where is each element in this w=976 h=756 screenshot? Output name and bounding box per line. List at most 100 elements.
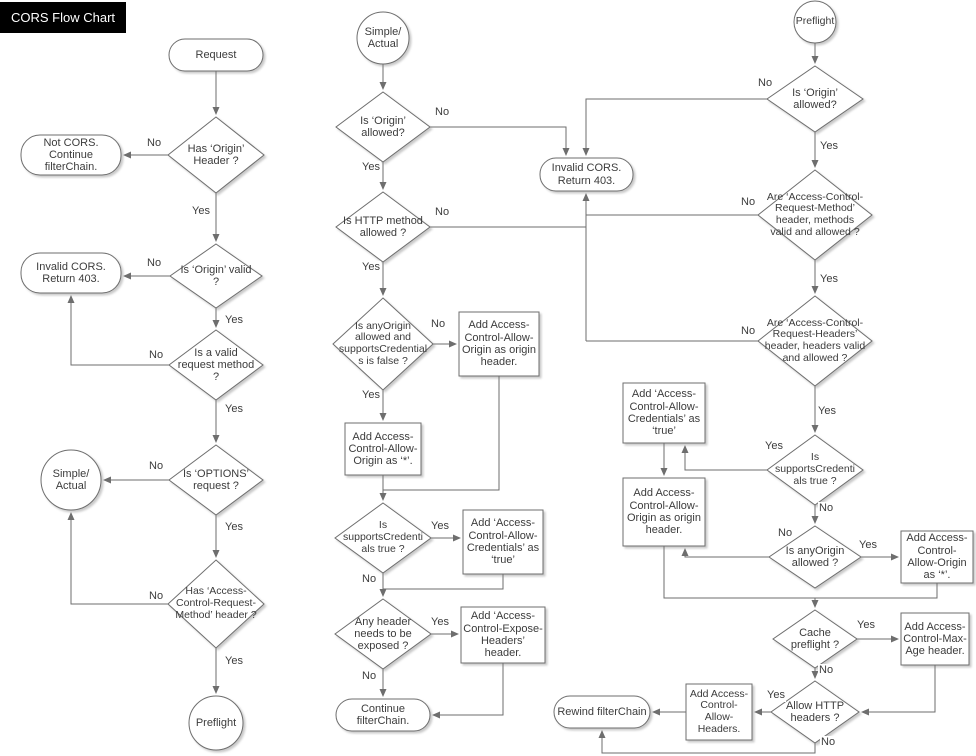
simple-actual-mid-shape bbox=[356, 11, 410, 65]
edge-label-yes: Yes bbox=[430, 616, 450, 629]
simple-actual-left-shape bbox=[40, 449, 102, 511]
edge-label-yes: Yes bbox=[224, 655, 244, 668]
connector bbox=[598, 730, 816, 754]
is-origin-valid-shape bbox=[169, 243, 263, 309]
add-expose-headers-shape bbox=[460, 606, 546, 664]
node-add-acao-star-right: Add Access-Control-Allow-Origin as ‘*’. bbox=[906, 532, 968, 582]
is-supportscred-true-mid-shape bbox=[334, 502, 432, 574]
connector bbox=[681, 548, 769, 558]
edge-label-no: No bbox=[434, 106, 451, 119]
connector bbox=[430, 126, 570, 156]
edge-label-no: No bbox=[146, 137, 163, 150]
node-add-acac-true-right: Add ‘Access-Control-Allow-Credentials’ a… bbox=[627, 388, 701, 438]
rewind-filterchain-shape bbox=[553, 695, 651, 729]
connector bbox=[383, 574, 504, 590]
edge-label-no: No bbox=[148, 460, 165, 473]
add-acac-true-right-shape bbox=[622, 382, 706, 444]
node-has-acrm-header: Has ‘Access-Control-Request-Method’ head… bbox=[175, 585, 257, 621]
edge-label-yes: Yes bbox=[856, 619, 876, 632]
add-acao-star-right-shape bbox=[900, 530, 974, 584]
node-add-acao-origin-right: Add Access-Control-Allow-Origin as origi… bbox=[627, 487, 701, 537]
edge-label-yes: Yes bbox=[766, 689, 786, 702]
add-allow-headers-shape bbox=[685, 683, 753, 741]
node-invalid-cors-mid: Invalid CORS. Return 403. bbox=[551, 162, 622, 187]
node-is-valid-request-method: Is a valid request method ? bbox=[177, 346, 255, 384]
edge-label-yes: Yes bbox=[361, 261, 381, 274]
node-cache-preflight: Cache preflight ? bbox=[790, 626, 840, 651]
edge-label-no: No bbox=[740, 196, 757, 209]
edge-label-yes: Yes bbox=[858, 539, 878, 552]
node-preflight-left: Preflight bbox=[195, 716, 237, 729]
connector bbox=[67, 512, 168, 605]
has-origin-header-shape bbox=[167, 116, 265, 194]
node-continue-filterchain: Continue filterChain. bbox=[356, 702, 410, 727]
edge-label-no: No bbox=[740, 325, 757, 338]
edge-label-yes: Yes bbox=[361, 389, 381, 402]
node-add-acao-star-mid: Add Access-Control-Allow-Origin as ‘*’. bbox=[348, 430, 418, 468]
are-acrm-valid-shape bbox=[757, 169, 873, 261]
is-origin-allowed-mid-shape bbox=[335, 91, 431, 163]
cache-preflight-shape bbox=[772, 609, 858, 669]
are-acrh-valid-shape bbox=[757, 295, 873, 387]
node-is-http-method-allowed: Is HTTP method allowed ? bbox=[343, 214, 423, 239]
connector bbox=[681, 445, 767, 471]
is-options-request-shape bbox=[168, 444, 264, 516]
edge-label-yes: Yes bbox=[430, 520, 450, 533]
chart-title: CORS Flow Chart bbox=[0, 2, 127, 33]
preflight-right-shape bbox=[793, 0, 837, 44]
shapes-layer bbox=[20, 0, 974, 751]
invalid-cors-mid-shape bbox=[539, 157, 634, 192]
node-invalid-cors-left: Invalid CORS. Return 403. bbox=[36, 260, 106, 285]
is-anyorigin-supportscred-shape bbox=[332, 297, 434, 391]
node-is-origin-allowed-mid: Is ‘Origin’ allowed? bbox=[360, 114, 406, 139]
node-is-anyorigin-supportscred: Is anyOrigin allowed and supportsCredent… bbox=[338, 319, 428, 367]
node-is-supportscred-true-mid: Is supportsCredentials true ? bbox=[343, 519, 423, 555]
node-has-origin-header: Has ‘Origin’ Header ? bbox=[187, 142, 245, 167]
edge-label-no: No bbox=[361, 573, 378, 586]
edge-label-no: No bbox=[148, 349, 165, 362]
connector bbox=[67, 295, 169, 366]
edge-label-yes: Yes bbox=[224, 314, 244, 327]
node-add-acac-true-mid: Add ‘Access-Control-Allow-Credentials’ a… bbox=[466, 517, 540, 567]
continue-filterchain-shape bbox=[335, 698, 431, 732]
connectors-layer bbox=[67, 43, 938, 754]
edge-label-yes: Yes bbox=[817, 405, 837, 418]
node-is-origin-valid: Is ‘Origin’ valid ? bbox=[180, 263, 252, 288]
connector bbox=[815, 583, 938, 599]
edge-label-yes: Yes bbox=[224, 521, 244, 534]
edge-label-no: No bbox=[430, 318, 447, 331]
edge-label-no: No bbox=[820, 736, 837, 749]
edge-label-yes: Yes bbox=[224, 403, 244, 416]
edge-label-no: No bbox=[361, 670, 378, 683]
edge-label-yes: Yes bbox=[819, 140, 839, 153]
node-add-expose-headers: Add ‘Access-Control-Expose-Headers’ head… bbox=[463, 610, 543, 660]
node-rewind-filterchain: Rewind filterChain bbox=[557, 705, 647, 718]
is-origin-allowed-right-shape bbox=[766, 65, 864, 133]
add-max-age-shape bbox=[900, 612, 970, 666]
edge-label-no: No bbox=[757, 77, 774, 90]
node-not-cors: Not CORS. Continue filterChain. bbox=[43, 136, 99, 174]
node-any-header-exposed: Any header needs to be exposed ? bbox=[354, 615, 412, 653]
node-is-origin-allowed-right: Is ‘Origin’ allowed? bbox=[792, 86, 838, 111]
node-request: Request bbox=[195, 48, 237, 61]
add-acao-origin-right-shape bbox=[622, 477, 706, 547]
edge-label-no: No bbox=[434, 206, 451, 219]
node-add-allow-headers: Add Access-Control-Allow-Headers. bbox=[689, 687, 749, 735]
node-simple-actual-mid: Simple/ Actual bbox=[364, 25, 402, 50]
edge-label-no: No bbox=[818, 664, 835, 677]
edge-label-no: No bbox=[818, 502, 835, 515]
node-simple-actual-left: Simple/ Actual bbox=[52, 467, 90, 492]
is-valid-request-method-shape bbox=[168, 329, 264, 401]
node-add-acao-origin-mid: Add Access-Control-Allow-Origin as origi… bbox=[462, 319, 536, 369]
node-are-acrh-valid: Are ‘Access-Control-Request-Headers’ hea… bbox=[764, 316, 866, 364]
connector bbox=[582, 98, 767, 156]
node-are-acrm-valid: Are ‘Access-Control-Request-Method’ head… bbox=[766, 190, 864, 238]
node-allow-http-headers: Allow HTTP headers ? bbox=[785, 699, 845, 724]
edge-label-no: No bbox=[148, 590, 165, 603]
connector bbox=[432, 663, 504, 719]
edge-label-yes: Yes bbox=[764, 440, 784, 453]
not-cors-shape bbox=[20, 134, 122, 176]
invalid-cors-left-shape bbox=[20, 252, 122, 294]
